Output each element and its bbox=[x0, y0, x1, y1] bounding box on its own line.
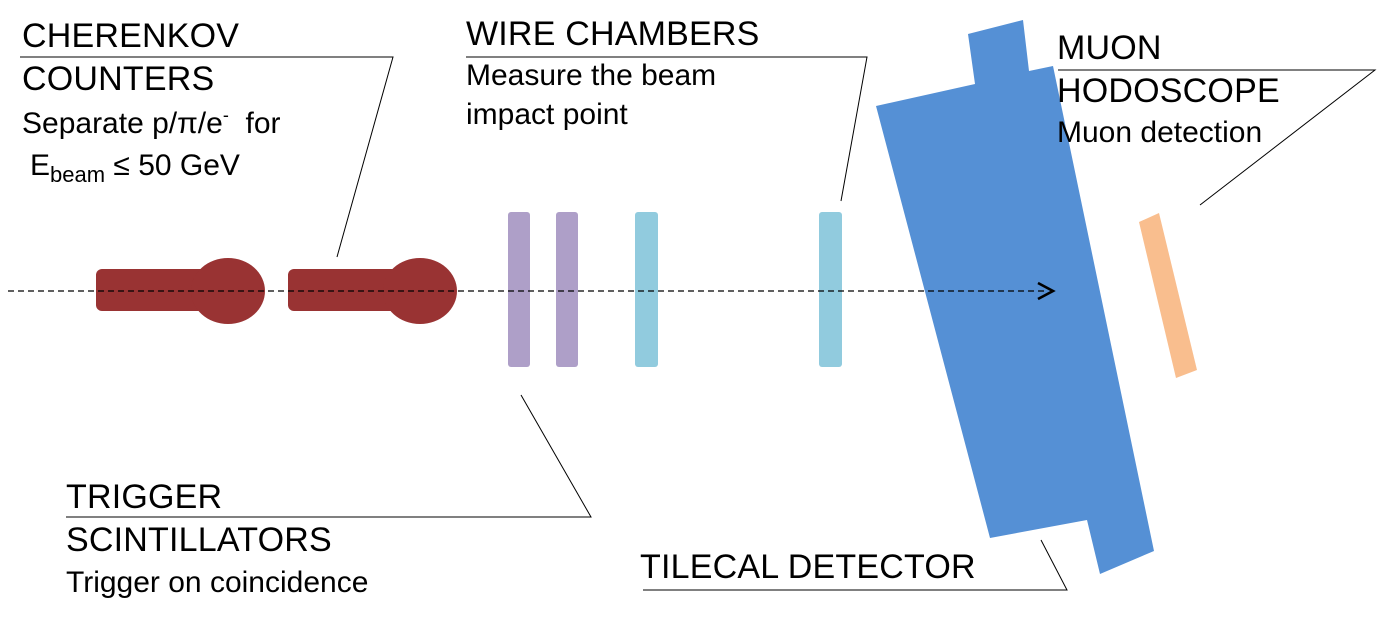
muon-hodoscope-title-line2: HODOSCOPE bbox=[1057, 72, 1280, 110]
beam-energy-symbol: E bbox=[30, 149, 51, 182]
trigger-title-line1: TRIGGER bbox=[66, 478, 223, 516]
trigger-leader-line bbox=[66, 394, 592, 518]
tilecal-detector bbox=[876, 20, 1154, 574]
trigger-title-line2: SCINTILLATORS bbox=[66, 521, 332, 559]
cherenkov-desc-tail: for bbox=[228, 107, 281, 140]
beam-energy-limit: ≤ 50 GeV bbox=[105, 149, 240, 182]
trigger-description: Trigger on coincidence bbox=[66, 566, 369, 599]
wire-chambers-title: WIRE CHAMBERS bbox=[466, 15, 760, 53]
cherenkov-title-line2: COUNTERS bbox=[22, 60, 215, 98]
trigger-scintillator-2 bbox=[556, 212, 578, 367]
tilecal-leader-line bbox=[643, 539, 1068, 591]
muon-hodoscope bbox=[1139, 213, 1197, 378]
muon-hodoscope-title-line1: MUON bbox=[1057, 29, 1162, 67]
tilecal-title: TILECAL DETECTOR bbox=[640, 548, 976, 586]
wire-chambers-leader-line bbox=[466, 56, 868, 202]
wire-chamber-1 bbox=[635, 212, 658, 367]
muon-hodoscope-leader-line bbox=[1058, 69, 1377, 206]
cherenkov-description-line1: Separate p/π/e- for bbox=[22, 104, 281, 144]
beam-energy-subscript: beam bbox=[50, 162, 106, 187]
wire-chamber-2 bbox=[819, 212, 842, 367]
beam-arrowhead bbox=[1037, 281, 1056, 301]
cherenkov-leader-line bbox=[20, 56, 394, 258]
muon-hodoscope-description: Muon detection bbox=[1057, 116, 1263, 149]
cherenkov-description-line2: Ebeam ≤ 50 GeV bbox=[30, 146, 240, 186]
wire-chambers-description-line1: Measure the beam bbox=[466, 59, 717, 92]
cherenkov-desc-superscript: - bbox=[222, 105, 229, 125]
cherenkov-title-line1: CHERENKOV bbox=[22, 17, 240, 55]
cherenkov-desc-main: Separate p/π/e bbox=[22, 107, 223, 140]
trigger-scintillator-1 bbox=[508, 212, 530, 367]
wire-chambers-description-line2: impact point bbox=[466, 98, 628, 131]
